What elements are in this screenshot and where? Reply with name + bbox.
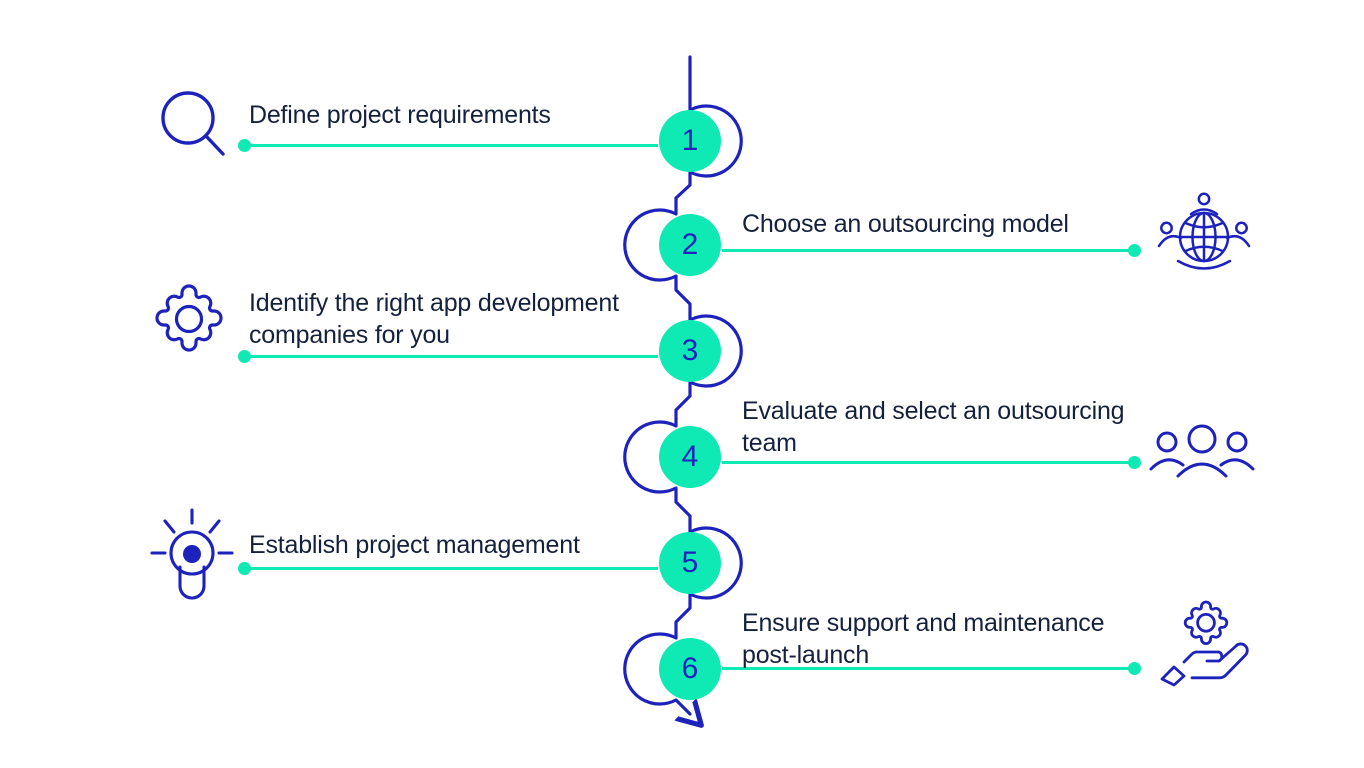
step-label-5: Establish project management xyxy=(249,531,580,559)
step-label-6: Ensure support and maintenance post-laun… xyxy=(742,609,1105,669)
connector-dot-3 xyxy=(238,350,251,363)
gear-in-hand-icon xyxy=(1160,600,1252,687)
step-bubble-1[interactable]: 1 xyxy=(659,110,721,172)
step-label-3: Identify the right app development compa… xyxy=(249,289,619,349)
step-bubble-4[interactable]: 4 xyxy=(659,426,721,488)
connector-line-2 xyxy=(722,249,1134,252)
step-number-1: 1 xyxy=(681,124,699,157)
step-number-2: 2 xyxy=(681,228,699,261)
step-bubble-6[interactable]: 6 xyxy=(659,638,721,700)
connector-dot-4 xyxy=(1128,456,1141,469)
connector-dot-2 xyxy=(1128,244,1141,257)
magnifying-glass-icon xyxy=(158,88,230,160)
gear-icon xyxy=(152,282,226,356)
connector-line-4 xyxy=(722,461,1134,464)
step-label-2: Choose an outsourcing model xyxy=(742,210,1069,238)
step-bubble-5[interactable]: 5 xyxy=(659,532,721,594)
step-label-4: Evaluate and select an outsourcing team xyxy=(742,397,1125,457)
step-bubble-3[interactable]: 3 xyxy=(659,320,721,382)
connector-line-6 xyxy=(722,667,1134,670)
lightbulb-icon xyxy=(150,508,234,600)
step-bubble-2[interactable]: 2 xyxy=(659,214,721,276)
team-people-icon xyxy=(1149,424,1255,487)
step-number-3: 3 xyxy=(681,334,699,367)
connector-line-3 xyxy=(244,355,658,358)
globe-network-icon xyxy=(1157,190,1251,282)
step-label-1: Define project requirements xyxy=(249,101,551,129)
connector-dot-1 xyxy=(238,139,251,152)
connector-line-1 xyxy=(244,144,658,147)
connector-dot-6 xyxy=(1128,662,1141,675)
connector-line-5 xyxy=(244,567,658,570)
step-number-4: 4 xyxy=(681,440,699,473)
step-number-5: 5 xyxy=(681,546,699,579)
step-number-6: 6 xyxy=(681,652,699,685)
connector-dot-5 xyxy=(238,562,251,575)
